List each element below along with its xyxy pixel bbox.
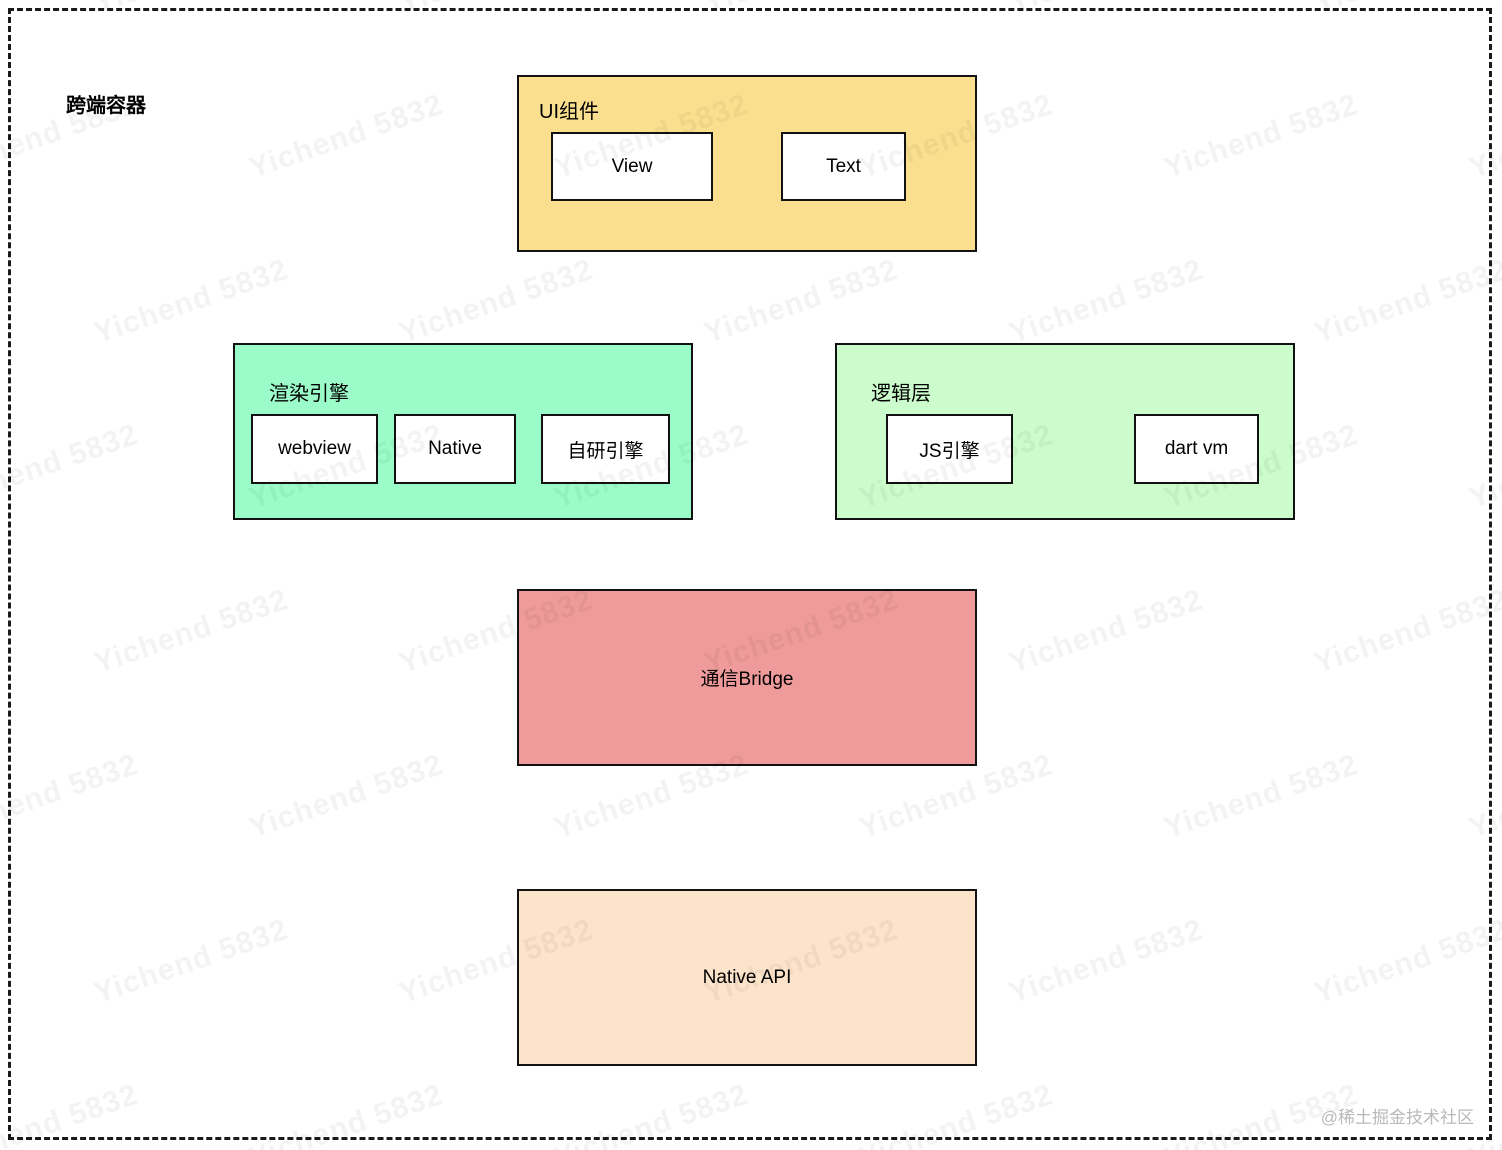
node-dart-vm[interactable]: dart vm — [1134, 414, 1259, 484]
node-view[interactable]: View — [551, 132, 713, 201]
node-js-engine[interactable]: JS引擎 — [886, 414, 1013, 484]
cross-platform-container-frame — [8, 8, 1492, 1140]
footer-credit: @稀土掘金技术社区 — [1320, 1108, 1474, 1127]
group-render-engine-label: 渲染引擎 — [269, 383, 349, 405]
node-text[interactable]: Text — [781, 132, 906, 201]
node-communication-bridge[interactable]: 通信Bridge — [517, 589, 977, 766]
group-ui-components-label: UI组件 — [539, 101, 599, 123]
group-logic-layer-label: 逻辑层 — [871, 383, 931, 405]
node-native[interactable]: Native — [394, 414, 516, 484]
node-self-developed-engine[interactable]: 自研引擎 — [541, 414, 670, 484]
node-native-api[interactable]: Native API — [517, 889, 977, 1066]
node-webview[interactable]: webview — [251, 414, 378, 484]
page-title: 跨端容器 — [66, 95, 146, 117]
